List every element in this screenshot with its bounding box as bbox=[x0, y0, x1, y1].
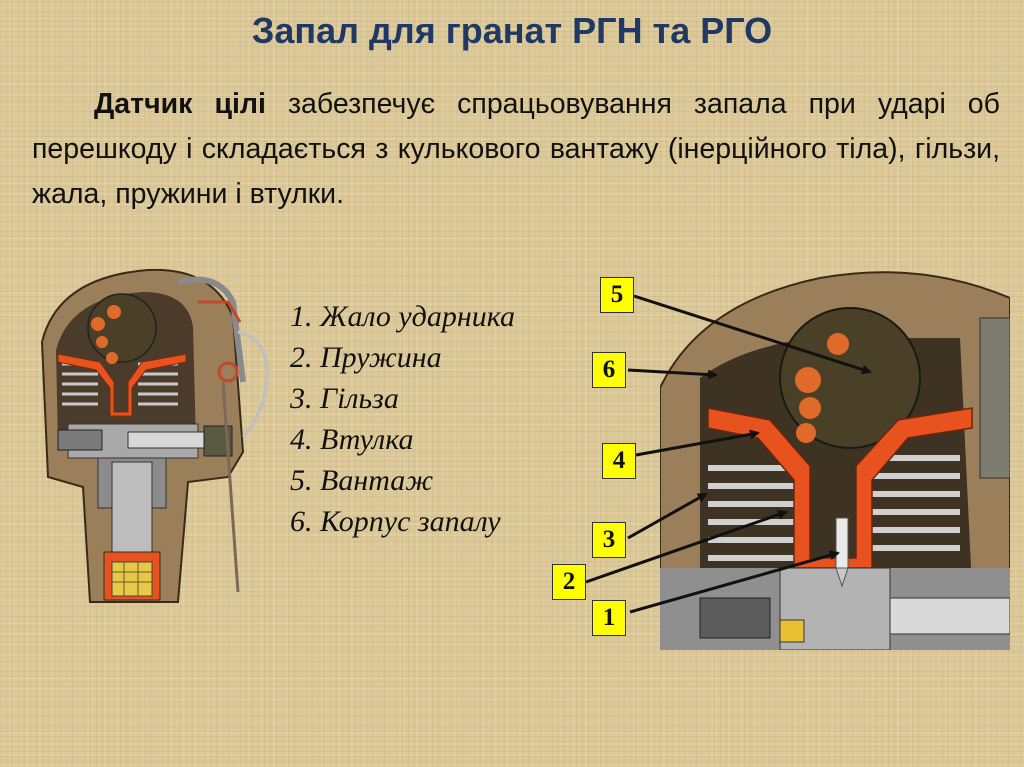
arrow-4 bbox=[635, 429, 760, 457]
callout-badge: 3 bbox=[592, 522, 626, 558]
arrow-6 bbox=[627, 368, 718, 380]
legend-item: 5. Вантаж bbox=[290, 464, 434, 497]
bold-term: Датчик цілі bbox=[94, 88, 266, 120]
legend-item: 3. Гільза bbox=[290, 382, 399, 415]
description-text: забезпечує спрацьовування запала при уда… bbox=[32, 88, 1000, 210]
arrow-1 bbox=[629, 550, 840, 614]
arrow-2 bbox=[585, 509, 788, 584]
callout-badge: 2 bbox=[552, 564, 586, 600]
arrow-3 bbox=[627, 492, 708, 540]
callout-badge: 6 bbox=[592, 352, 626, 388]
callout-badge: 4 bbox=[602, 443, 636, 479]
legend-item: 4. Втулка bbox=[290, 423, 414, 456]
legend-item: 1. Жало ударника bbox=[290, 300, 515, 333]
callout-badge: 5 bbox=[600, 277, 634, 313]
legend-item: 2. Пружина bbox=[290, 341, 442, 374]
callout-badge: 1 bbox=[592, 600, 626, 636]
legend-item: 6. Корпус запалу bbox=[290, 505, 501, 538]
fuse-cross-section-figure bbox=[40, 268, 269, 603]
arrow-5 bbox=[633, 294, 872, 375]
parts-legend: 1. Жало ударника 2. Пружина 3. Гільза 4.… bbox=[290, 296, 515, 542]
description-paragraph: Датчик цілі забезпечує спрацьовування за… bbox=[32, 82, 1000, 217]
slide-title: Запал для гранат РГН та РГО bbox=[251, 10, 773, 51]
